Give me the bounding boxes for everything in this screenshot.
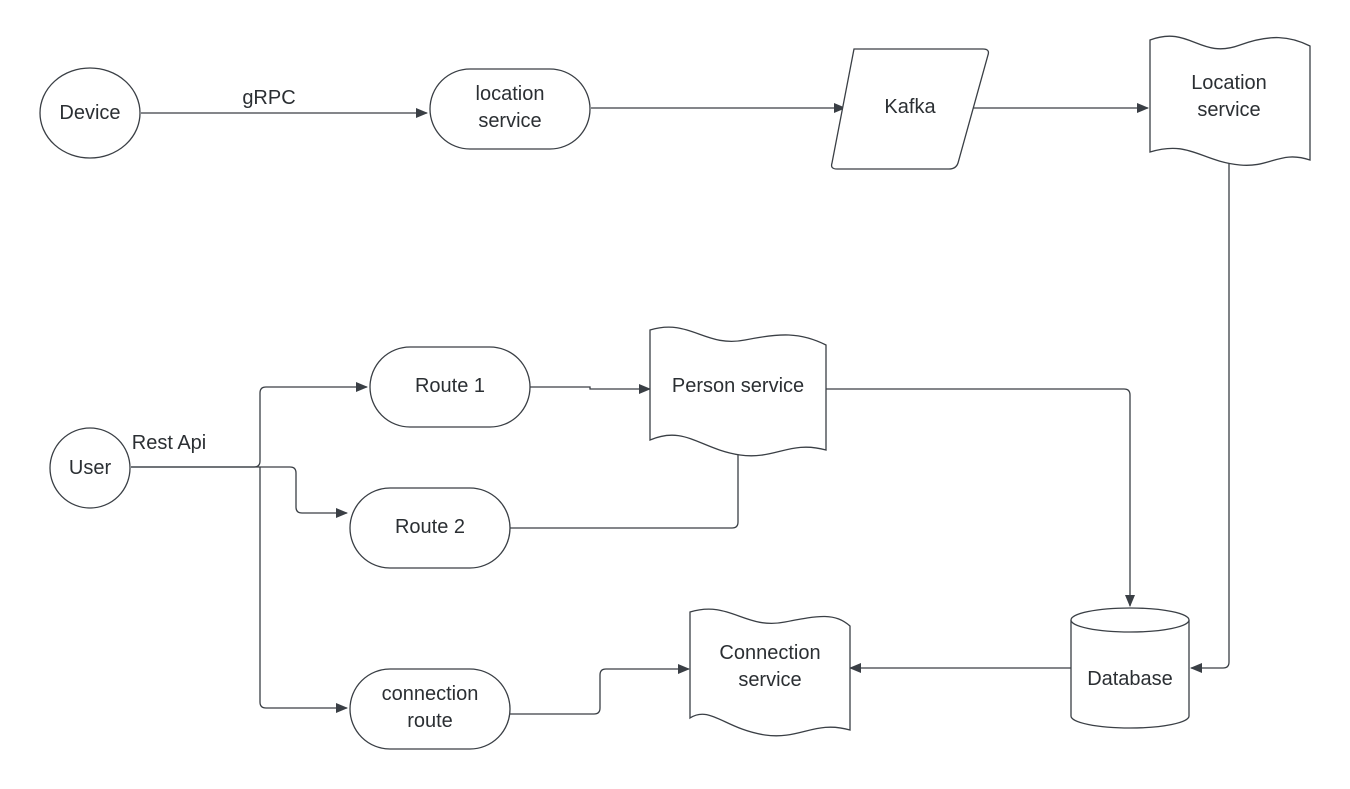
node-route-2: Route 2	[349, 487, 511, 569]
edge-location-service-doc-to-database	[1190, 160, 1230, 673]
location-service-doc-label-line2: service	[1197, 99, 1260, 121]
route-2-label: Route 2	[395, 516, 465, 538]
node-connection-service: Connection service	[689, 608, 851, 737]
node-database: Database	[1070, 607, 1190, 729]
node-connection-route: connection route	[349, 668, 511, 750]
connection-service-doc-shape	[689, 608, 851, 737]
person-service-doc-shape	[649, 326, 827, 457]
database-label: Database	[1087, 668, 1173, 690]
node-kafka: Kafka	[830, 48, 990, 170]
grpc-edge-label: gRPC	[242, 87, 295, 109]
user-circle	[49, 427, 131, 509]
node-location-service: location service	[429, 68, 591, 150]
edge-user-to-connection-route	[259, 467, 348, 713]
location-service-label-line2: service	[478, 110, 541, 132]
node-user: User	[49, 427, 131, 509]
edge-route-1-to-person-service	[530, 384, 651, 394]
connection-service-label-line1: Connection	[719, 642, 820, 664]
person-service-label: Person service	[672, 375, 804, 397]
kafka-label: Kafka	[884, 96, 936, 118]
edge-person-service-to-database	[826, 388, 1135, 607]
connection-service-label-line2: service	[738, 669, 801, 691]
connection-route-label-line2: route	[407, 710, 453, 732]
user-label: User	[69, 457, 112, 479]
edge-route-2-to-person-service	[510, 440, 743, 529]
route-1-label: Route 1	[415, 375, 485, 397]
kafka-parallelogram	[830, 48, 990, 170]
edge-user-to-route-1	[131, 382, 368, 468]
device-circle	[39, 67, 141, 159]
node-location-service-doc: Location service	[1149, 35, 1311, 166]
edge-connection-route-to-connection-service	[510, 664, 690, 715]
location-service-doc-label-line1: Location	[1191, 72, 1267, 94]
location-service-label-line1: location	[476, 83, 545, 105]
database-cylinder-body	[1070, 620, 1190, 729]
database-cylinder-top	[1070, 607, 1190, 633]
node-person-service: Person service	[649, 326, 827, 457]
location-service-doc-shape	[1149, 35, 1311, 166]
route-2-pill	[349, 487, 511, 569]
route-1-pill	[369, 346, 531, 428]
device-label: Device	[59, 102, 120, 124]
edge-user-to-route-2	[131, 466, 348, 518]
connection-route-label-line1: connection	[382, 683, 479, 705]
connection-route-pill	[349, 668, 511, 750]
node-device: Device	[39, 67, 141, 159]
rest-api-edge-label: Rest Api	[132, 432, 206, 454]
node-route-1: Route 1	[369, 346, 531, 428]
edges: gRPC Rest Api	[131, 87, 1230, 715]
location-service-pill	[429, 68, 591, 150]
